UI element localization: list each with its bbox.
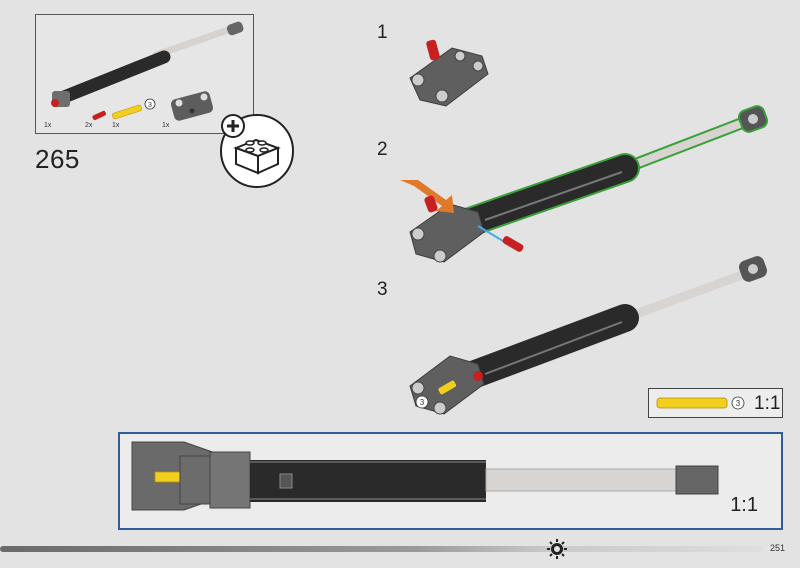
scale-box-callout: 3 [736,399,741,408]
substep1-assembly [409,39,489,107]
pin-connector-part [170,91,214,121]
shock-1to1-drawing [131,441,719,511]
shock-absorber-part [51,21,244,107]
detail-panel: 1:1 [118,432,783,530]
length-callout-icon [144,98,156,110]
svg-text:3: 3 [148,102,152,109]
progress-bar [0,546,762,552]
substep2-assembly [400,105,769,263]
red-axle-pin-part [92,110,106,121]
part-qty: 2x [85,122,93,129]
scale-label: 1:1 [754,393,781,414]
substep3-length-callout: 3 [420,398,425,407]
part-qty: 1x [162,122,170,129]
parts-list-box: 3 1x 2x 1x 1x [35,14,254,134]
part-qty: 1x [112,122,120,129]
page-number: 251 [770,543,786,553]
step-number: 265 [35,144,80,174]
substep-number: 3 [377,279,388,300]
parts-illustration: 3 [51,21,244,121]
yellow-axle-part [112,104,142,120]
yellow-axle-icon: 3 [656,396,745,410]
substep-number: 1 [377,22,388,43]
scale-box: 3 1:1 [648,388,783,418]
substep-number: 2 [377,139,388,160]
detail-scale-label: 1:1 [730,494,758,516]
part-qty: 1x [44,122,52,129]
